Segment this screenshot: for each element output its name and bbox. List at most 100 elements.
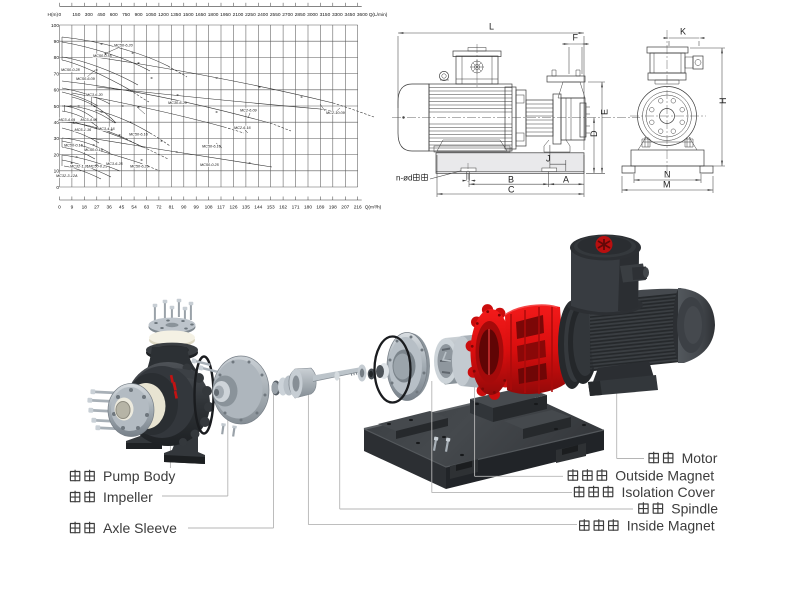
svg-text:Inside Magnet: Inside Magnet [627,518,715,534]
svg-text:10: 10 [54,169,60,175]
svg-text:171: 171 [292,205,300,211]
svg-text:36: 36 [107,205,113,211]
svg-text:Impeller: Impeller [103,489,153,505]
svg-text:180: 180 [304,205,312,211]
svg-text:MC50-0.55: MC50-0.55 [93,54,113,58]
svg-text:0: 0 [59,12,62,18]
svg-text:1050: 1050 [146,12,157,18]
svg-text:216: 216 [354,205,362,211]
svg-text:2850: 2850 [295,12,306,18]
svg-text:144: 144 [254,205,262,211]
svg-text:H(m): H(m) [48,12,59,18]
svg-text:54: 54 [131,205,137,211]
svg-text:72: 72 [156,205,162,211]
svg-text:MC50-0.25: MC50-0.25 [89,165,109,169]
svg-text:135: 135 [242,205,250,211]
svg-text:198: 198 [329,205,337,211]
svg-text:M: M [663,180,671,190]
svg-text:MC2-6.09: MC2-6.09 [240,109,258,113]
svg-text:MC50-6.25: MC50-6.25 [130,165,150,169]
svg-text:20: 20 [54,152,60,158]
svg-text:117: 117 [217,205,225,211]
svg-text:MC3-6.25: MC3-6.25 [106,162,124,166]
svg-text:750: 750 [122,12,130,18]
svg-text:E: E [600,109,610,115]
svg-text:MC50-0.16: MC50-0.16 [64,144,84,148]
svg-text:H: H [718,98,728,105]
svg-text:Pump Body: Pump Body [103,468,175,484]
svg-text:207: 207 [341,205,349,211]
svg-text:126: 126 [229,205,237,211]
svg-text:108: 108 [205,205,213,211]
svg-text:18: 18 [82,205,88,211]
svg-text:300: 300 [85,12,93,18]
svg-text:C: C [508,185,515,195]
svg-text:9: 9 [71,205,74,211]
svg-text:0: 0 [56,185,59,191]
svg-text:1800: 1800 [208,12,219,18]
svg-text:40: 40 [54,120,60,126]
svg-text:MC3-6.20: MC3-6.20 [86,93,104,97]
svg-text:1200: 1200 [158,12,169,18]
svg-text:MC32-1.25: MC32-1.25 [70,165,90,169]
svg-text:2700: 2700 [282,12,293,18]
svg-text:50: 50 [54,104,60,110]
svg-text:MC2-10.09: MC2-10.09 [326,111,346,115]
svg-text:900: 900 [135,12,143,18]
svg-text:450: 450 [97,12,105,18]
svg-text:MC3-4.16: MC3-4.16 [98,127,116,131]
svg-text:N: N [664,170,671,180]
svg-text:3450: 3450 [344,12,355,18]
svg-text:MC50-0.16: MC50-0.16 [84,148,104,152]
svg-text:MC50-6.09: MC50-6.09 [76,77,96,81]
svg-text:45: 45 [119,205,125,211]
svg-text:2400: 2400 [257,12,268,18]
svg-text:B: B [508,175,514,185]
svg-text:3300: 3300 [332,12,343,18]
svg-text:D: D [589,130,599,137]
svg-text:2550: 2550 [270,12,281,18]
svg-text:MC30-6.20: MC30-6.20 [168,101,188,105]
svg-text:Q(m³/h): Q(m³/h) [365,205,382,211]
svg-text:3600: 3600 [357,12,368,18]
svg-text:27: 27 [94,205,100,211]
svg-text:100: 100 [51,23,59,29]
svg-text:MC3-4.09: MC3-4.09 [59,118,77,122]
svg-text:1500: 1500 [183,12,194,18]
svg-text:2100: 2100 [233,12,244,18]
svg-text:F: F [573,33,579,43]
svg-text:600: 600 [110,12,118,18]
svg-text:90: 90 [181,205,187,211]
svg-text:Isolation Cover: Isolation Cover [622,484,716,500]
svg-text:81: 81 [169,205,175,211]
svg-text:MC50-0.25: MC50-0.25 [200,163,220,167]
svg-text:0: 0 [58,205,61,211]
svg-text:MC3-4.55: MC3-4.55 [81,118,99,122]
svg-text:MC32-3-12A: MC32-3-12A [56,174,78,178]
svg-text:60: 60 [54,88,60,94]
svg-text:153: 153 [267,205,275,211]
svg-text:MC50-0.28: MC50-0.28 [61,68,81,72]
svg-text:3000: 3000 [307,12,318,18]
svg-text:30: 30 [54,136,60,142]
svg-text:n-ød: n-ød [396,174,412,183]
svg-text:189: 189 [316,205,324,211]
svg-text:Axle Sleeve: Axle Sleeve [103,520,177,536]
svg-text:Motor: Motor [682,450,718,466]
svg-text:MC50-6.20: MC50-6.20 [114,44,134,48]
svg-text:Spindle: Spindle [671,501,718,517]
svg-text:J: J [546,154,551,164]
svg-text:90: 90 [54,39,60,45]
svg-text:MC2-6.16: MC2-6.16 [234,126,252,130]
svg-text:150: 150 [72,12,80,18]
svg-text:MC50-6.16: MC50-6.16 [202,145,222,149]
svg-text:63: 63 [144,205,150,211]
svg-text:Q(L/min): Q(L/min) [369,12,388,18]
svg-text:162: 162 [279,205,287,211]
svg-text:MC50-6.16: MC50-6.16 [129,133,149,137]
svg-text:L: L [489,22,494,32]
svg-text:99: 99 [194,205,200,211]
svg-text:2250: 2250 [245,12,256,18]
svg-text:1950: 1950 [220,12,231,18]
svg-text:MC5-1.16: MC5-1.16 [75,128,93,132]
